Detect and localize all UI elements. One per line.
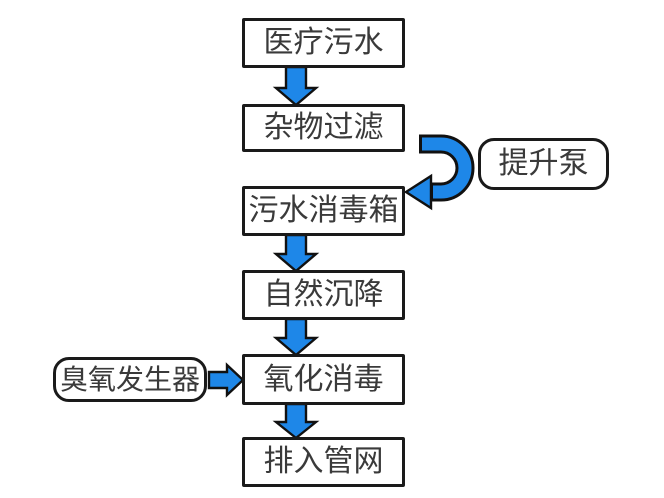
flow-box-disinfection-tank: 污水消毒箱 (242, 186, 405, 236)
arrow-settling-to-oxidation (272, 317, 320, 357)
flow-box-natural-settling: 自然沉降 (242, 270, 405, 320)
down-arrow-icon (272, 65, 320, 107)
uturn-arrow-fill (422, 137, 472, 199)
flow-box-debris-filter: 杂物过滤 (242, 104, 405, 152)
flow-box-label: 自然沉降 (263, 277, 384, 312)
uturn-arrow-filter-to-tank (403, 134, 475, 211)
arrow-medical-to-filter (272, 65, 320, 107)
flow-box-label: 排入管网 (263, 444, 384, 479)
flow-box-discharge-pipe-network: 排入管网 (242, 437, 405, 487)
flow-box-oxidation-disinfection: 氧化消毒 (242, 354, 405, 405)
flow-box-label: 杂物过滤 (263, 110, 384, 145)
flow-box-label: 污水消毒箱 (248, 193, 399, 228)
down-arrow-icon (272, 402, 320, 440)
arrow-oxidation-to-discharge (272, 402, 320, 440)
uturn-arrowhead-icon (403, 173, 433, 211)
down-arrow-icon (272, 233, 320, 273)
flow-box-ozone-generator: 臭氧发生器 (53, 357, 207, 402)
right-arrow-icon (207, 362, 245, 398)
down-arrow-icon (272, 317, 320, 357)
flow-box-medical-wastewater: 医疗污水 (242, 18, 405, 68)
flow-box-lift-pump: 提升泵 (478, 138, 609, 190)
arrow-tank-to-settling (272, 233, 320, 273)
flow-box-label: 臭氧发生器 (59, 362, 200, 396)
arrow-ozone-to-oxidation (207, 362, 245, 398)
flow-box-label: 医疗污水 (263, 25, 384, 60)
flow-box-label: 氧化消毒 (263, 361, 384, 397)
flow-box-label: 提升泵 (498, 146, 589, 181)
